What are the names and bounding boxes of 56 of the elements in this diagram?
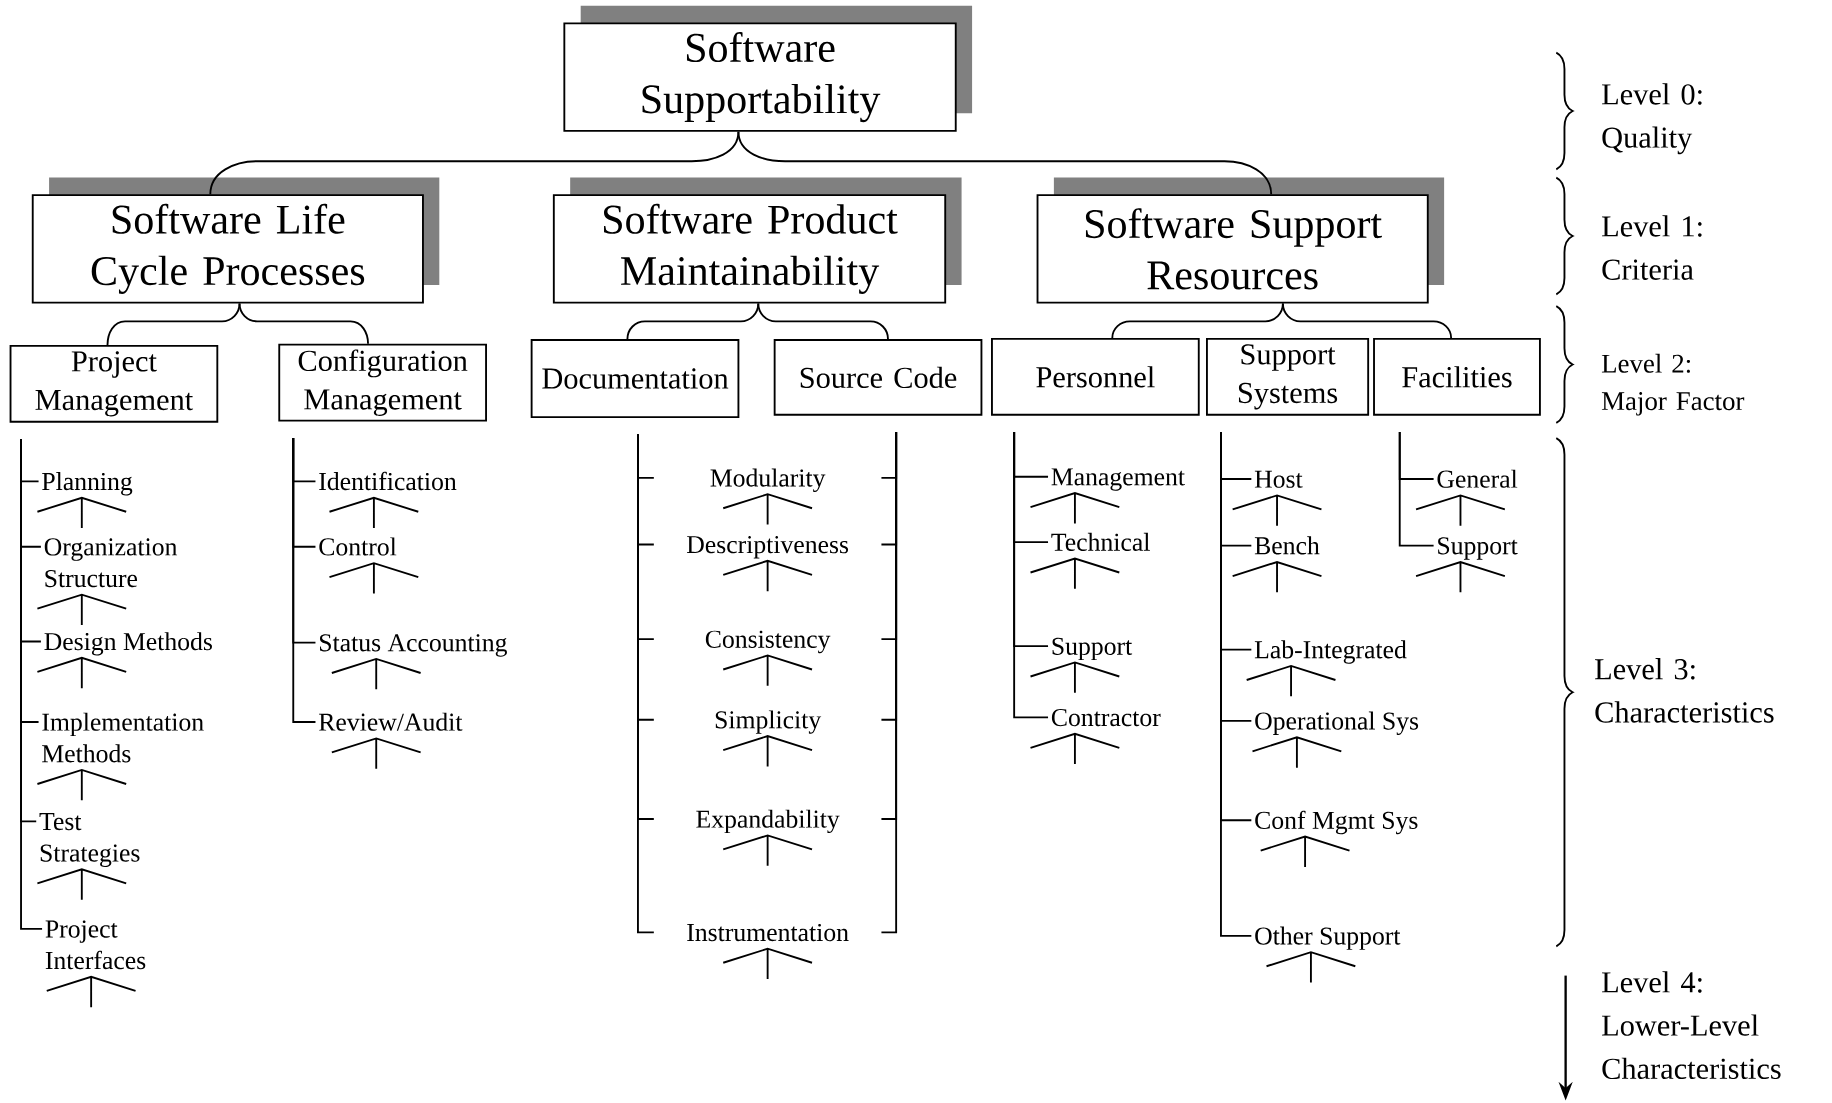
connector-line xyxy=(637,433,655,934)
characteristic-label: Organization Structure xyxy=(44,538,178,588)
characteristic-label: Contractor xyxy=(1051,708,1161,727)
brace-connector xyxy=(106,302,241,346)
factor-box: Source Code xyxy=(773,339,983,416)
factor-box: Configuration Management xyxy=(278,343,487,422)
characteristic-label: Operational Sys xyxy=(1255,711,1419,735)
characteristic-label: Consistency xyxy=(705,630,831,654)
level-label: Level 0: Quality xyxy=(1602,83,1702,155)
characteristic-label: General xyxy=(1437,469,1518,488)
characteristic-label: Host xyxy=(1254,470,1303,488)
criteria-box: Software Support Resources xyxy=(1036,177,1445,304)
level-label: Level 1: Criteria xyxy=(1602,215,1702,280)
level-label: Level 2: Major Factor xyxy=(1601,353,1745,416)
factor-box: Documentation xyxy=(530,339,740,419)
characteristic-label: Management xyxy=(1051,468,1185,491)
characteristic-label: Review/Audit xyxy=(319,712,463,731)
characteristic-label: Simplicity xyxy=(715,710,822,734)
characteristic-label: Conf Mgmt Sys xyxy=(1255,810,1418,835)
criteria-box: Software Product Maintainability xyxy=(552,177,962,304)
characteristic-label: Test Strategies xyxy=(39,813,140,867)
characteristic-label: Instrumentation xyxy=(687,923,849,942)
characteristic-label: Implementation Methods xyxy=(42,712,204,763)
brace-connector xyxy=(209,130,740,196)
characteristic-label: Support xyxy=(1052,637,1133,661)
level-label: Level 4: Lower-Level Characteristics xyxy=(1602,971,1781,1080)
characteristic-label: Other Support xyxy=(1255,926,1401,950)
connector-line xyxy=(1220,431,1253,937)
quality-box: Software Supportability xyxy=(563,5,973,132)
connector-line xyxy=(1013,431,1049,719)
characteristic-label: Design Methods xyxy=(44,632,212,656)
connector-line xyxy=(20,438,43,930)
connector-line xyxy=(880,431,898,934)
level-label: Level 3: Characteristics xyxy=(1595,658,1774,723)
factor-box: Facilities xyxy=(1373,337,1541,416)
factor-box: Support Systems xyxy=(1206,337,1370,416)
characteristic-label: Bench xyxy=(1254,536,1320,555)
characteristic-label: Lab-Integrated xyxy=(1254,640,1407,664)
characteristic-label: Status Accounting xyxy=(320,634,507,657)
brace-connector xyxy=(757,302,889,341)
factor-box: Personnel xyxy=(991,337,1200,416)
characteristic-label: Planning xyxy=(42,472,133,496)
characteristic-label: Technical xyxy=(1051,532,1150,551)
characteristic-label: Control xyxy=(319,537,397,556)
characteristic-label: Descriptiveness xyxy=(687,536,849,559)
brace-connector xyxy=(238,302,369,345)
brace-connector xyxy=(737,130,1273,196)
characteristic-label: Modularity xyxy=(710,468,826,492)
connector-line xyxy=(1398,431,1435,547)
factor-box: Project Management xyxy=(9,344,219,423)
characteristic-label: Expandability xyxy=(696,809,840,834)
connector-line xyxy=(292,437,317,724)
characteristic-label: Project Interfaces xyxy=(45,920,146,970)
characteristic-label: Support xyxy=(1438,537,1518,560)
criteria-box: Software Life Cycle Processes xyxy=(31,177,440,304)
characteristic-label: Identification xyxy=(319,471,457,491)
